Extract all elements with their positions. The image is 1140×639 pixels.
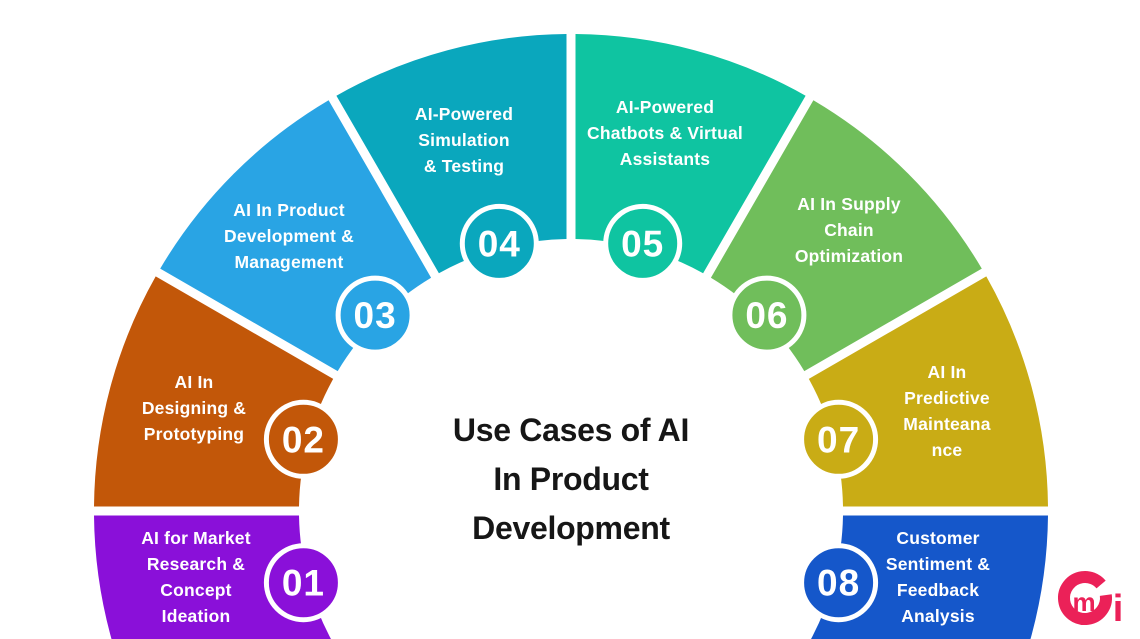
badge-number-01: 01 <box>282 563 325 604</box>
center-title: Use Cases of AI In Product Development <box>453 412 690 546</box>
badge-number-06: 06 <box>745 295 788 336</box>
badge-number-08: 08 <box>817 563 860 604</box>
badge-number-07: 07 <box>817 419 860 460</box>
segments-layer <box>94 34 1048 639</box>
badge-02 <box>263 399 343 479</box>
title-line-1: Use Cases of AI <box>453 412 689 448</box>
wedge-08 <box>810 515 1048 639</box>
badge-number-04: 04 <box>478 223 521 264</box>
badge-08 <box>799 543 879 623</box>
badges-layer: 01 02 03 04 05 06 07 08 <box>263 203 879 623</box>
badge-07 <box>799 399 879 479</box>
logo-ring-icon <box>1058 571 1112 625</box>
badge-number-05: 05 <box>621 223 664 264</box>
badge-06 <box>727 275 807 355</box>
logo-letter-i: i <box>1113 588 1124 630</box>
title-line-2: In Product <box>493 461 649 497</box>
badge-number-03: 03 <box>354 295 397 336</box>
badge-05 <box>603 203 683 283</box>
cmi-logo: m i <box>1058 571 1124 630</box>
wedge-01 <box>94 515 332 639</box>
title-line-3: Development <box>472 510 670 546</box>
badge-01 <box>263 543 343 623</box>
badge-number-02: 02 <box>282 419 325 460</box>
badge-04 <box>459 203 539 283</box>
logo-letter-m: m <box>1072 587 1095 617</box>
badge-03 <box>335 275 415 355</box>
